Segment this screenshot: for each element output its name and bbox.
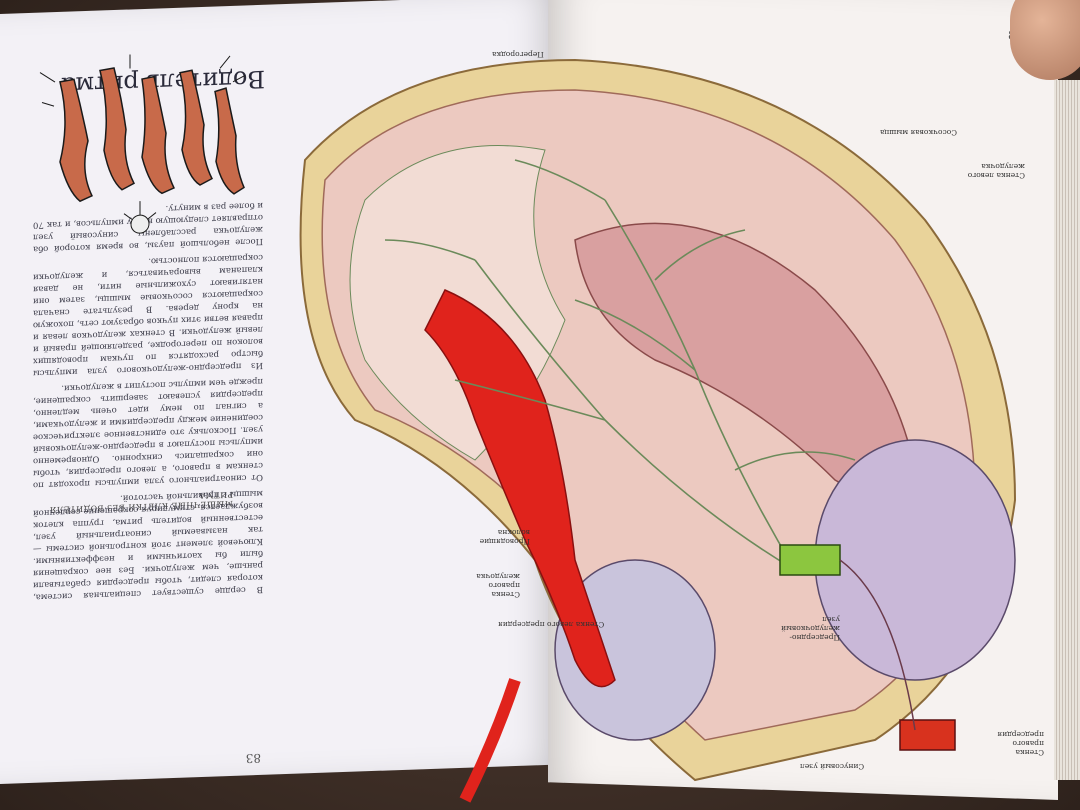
heart-conduction-diagram	[299, 58, 1017, 803]
left-atrium	[554, 559, 716, 741]
label-right-ventricle-wall: Стенка правого желудочка	[476, 572, 520, 599]
label-av-node: Предсердно-желудочковый узел	[780, 615, 840, 642]
right-atrium	[814, 439, 1016, 681]
label-left-ventricle-wall: Стенка левого желудочка	[967, 162, 1025, 180]
hand-thumb	[1010, 0, 1080, 80]
av-node	[779, 544, 841, 576]
paragraph-3: Из предсердно-желудочкового узла импульс…	[33, 251, 263, 378]
internodal-path	[839, 559, 916, 731]
label-septum: Перегородка	[492, 50, 544, 59]
muscle-cells-illustration	[39, 54, 246, 234]
conduction-fibers	[384, 159, 856, 571]
body-text: В сердце существует специальная система,…	[33, 199, 263, 603]
page-edges	[1054, 80, 1080, 780]
label-papillary-muscle: Сосочковая мышца	[880, 128, 958, 137]
blood-drip	[459, 678, 521, 803]
paragraph-1: В сердце существует специальная система,…	[33, 487, 263, 602]
label-conducting-fibers: Проводящие волокна	[479, 528, 530, 546]
label-left-atrium-wall: Стенка левого предсердия	[498, 620, 605, 629]
label-right-atrium-wall: Стенка правого предсердия	[997, 730, 1044, 757]
sinus-node	[899, 719, 956, 751]
paragraph-2: От синоатриального узла импульсы проходя…	[33, 375, 263, 490]
left-page-number: 83	[245, 750, 261, 766]
blood-vessel	[424, 289, 616, 688]
left-page: 83 МЫШЕЧНЫЕ КЛЕТКИ БЕЗ ВОДИТЕЛЯ РИТМА В …	[0, 0, 560, 784]
label-sinus-node: Синусовый узел	[800, 762, 865, 771]
